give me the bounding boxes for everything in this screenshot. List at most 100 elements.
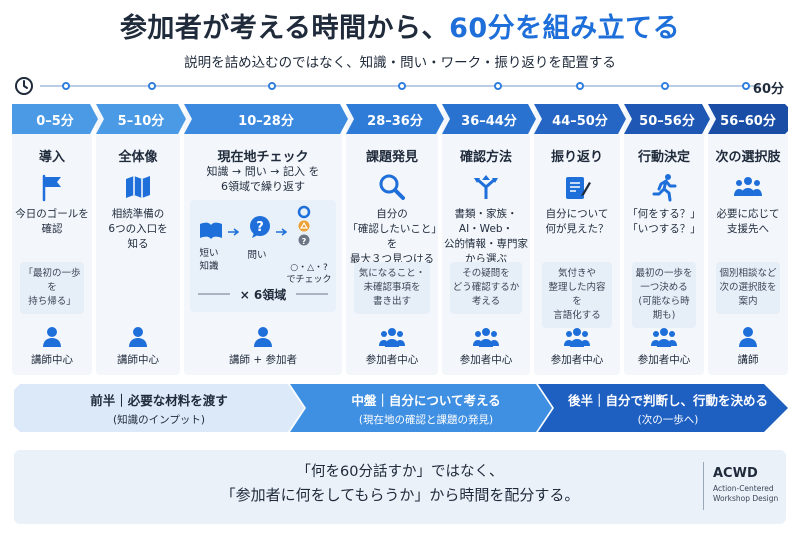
phase-title: 前半｜必要な材料を渡す <box>90 392 228 408</box>
stage-title: 振り返り <box>550 150 603 165</box>
footer-box <box>14 450 786 524</box>
svg-text:?: ? <box>256 220 264 235</box>
stage-description: 自分の「確認したいこと」を最大３つ見つける <box>347 208 437 265</box>
phase-subtitle: (知識のインプット) <box>113 413 205 426</box>
stage-role: 参加者中心 <box>365 354 419 366</box>
stage-time-label: 36–44分 <box>461 113 517 129</box>
stage-note: 「最初の一歩を持ち帰る」 <box>20 262 84 314</box>
stage-time-label: 56–60分 <box>720 113 776 129</box>
phase-band: 前半｜必要な材料を渡す (知識のインプット) <box>14 384 304 432</box>
stage-time-chevron: 36–44分 <box>442 104 536 134</box>
runner-icon <box>652 174 677 202</box>
check-marks-icon: ? <box>297 205 311 246</box>
group-icon <box>379 328 405 347</box>
phase-band: 後半｜自分で判断し、行動を決める (次の一歩へ) <box>538 384 788 432</box>
stage-title: 全体像 <box>118 150 158 165</box>
stage-time-chevron: 56–60分 <box>708 104 788 134</box>
phase-subtitle: (次の一歩へ) <box>637 413 699 426</box>
note-icon <box>566 177 591 199</box>
cycle-step-knowledge: 短い知識 <box>199 248 219 272</box>
timeline-dot <box>576 82 584 90</box>
stage-description: 自分について何が見えた？ <box>545 208 609 235</box>
group-icon <box>651 328 677 347</box>
timeline-dot <box>62 82 70 90</box>
timeline: 60分 <box>14 76 800 98</box>
stage-description: 必要に応じて支援先へ <box>716 208 780 235</box>
footer-divider <box>703 462 704 510</box>
stage-description: 「何をする？」「いつする？」 <box>627 208 701 235</box>
stage-title: 確認方法 <box>459 150 512 165</box>
stage-time-label: 28–36分 <box>367 113 423 129</box>
stage-time-label: 10–28分 <box>238 113 294 129</box>
person-icon <box>739 327 757 347</box>
stage-title: 次の選択肢 <box>715 150 781 165</box>
person-group-icon <box>254 327 272 347</box>
footer-line-1: 「何を60分話すか」ではなく、 <box>296 464 504 480</box>
person-icon <box>43 327 61 347</box>
group-icon <box>564 328 590 347</box>
timeline-dot <box>268 82 276 90</box>
stage-role: 講師中心 <box>31 354 73 366</box>
stage-time-label: 44–50分 <box>552 113 608 129</box>
brand-name: ACWD <box>713 466 758 481</box>
stage-role: 講師 + 参加者 <box>229 354 297 366</box>
map-icon <box>126 176 150 198</box>
stage-title: 課題発見 <box>365 150 418 165</box>
stage-title: 導入 <box>38 150 65 165</box>
flag-icon <box>42 174 61 202</box>
phase-title: 中盤｜自分について考える <box>351 392 501 408</box>
timeline-dot <box>661 82 669 90</box>
stage-role: 参加者中心 <box>637 354 691 366</box>
cycle-step-question: 問い <box>247 250 267 261</box>
title-accent: 60分を組み立てる <box>449 13 681 44</box>
stage-role: 講師 <box>737 354 759 366</box>
title-main: 参加者が考える時間から、 <box>119 13 450 44</box>
phase-band: 中盤｜自分について考える (現在地の確認と課題の発見) <box>290 384 552 432</box>
book-icon <box>200 222 222 239</box>
question-icon: ? <box>250 216 270 238</box>
person-icon <box>129 327 147 347</box>
stage-time-chevron: 10–28分 <box>184 104 348 134</box>
clock-icon <box>15 77 33 95</box>
stage-role: 参加者中心 <box>459 354 513 366</box>
stage-time-chevron: 5–10分 <box>96 104 186 134</box>
stage-title: 行動決定 <box>637 150 690 165</box>
cycle-multiplier: × 6領域 <box>239 288 287 302</box>
stage-time-label: 50–56分 <box>639 113 695 129</box>
stage-time-chevron: 0–5分 <box>12 104 98 134</box>
cycle-step-check: ○・△・?でチェック <box>286 263 332 285</box>
timeline-dot <box>742 82 750 90</box>
timeline-dot <box>494 82 502 90</box>
stage-time-chevron: 50–56分 <box>624 104 710 134</box>
stage-time-label: 0–5分 <box>36 113 74 129</box>
page-title: 参加者が考える時間から、60分を組み立てる <box>0 6 800 45</box>
timeline-end-label: 60分 <box>752 82 784 97</box>
stage-note: 個別相談など次の選択肢を案内 <box>716 262 780 314</box>
stage-description: 書類・家族・AI・Web・公的情報・専門家から選ぶ <box>444 208 528 265</box>
stage-time-label: 5–10分 <box>117 113 165 129</box>
stage-note: 気になること・未確認事項を書き出す <box>354 262 430 314</box>
phase-title: 後半｜自分で判断し、行動を決める <box>567 392 768 408</box>
stage-role: 講師中心 <box>117 354 159 366</box>
stage-role: 参加者中心 <box>550 354 604 366</box>
page-subtitle: 説明を詰め込むのではなく、知識・問い・ワーク・振り返りを配置する <box>184 55 616 71</box>
timeline-dot <box>148 82 156 90</box>
group-icon <box>734 177 762 196</box>
svg-text:?: ? <box>302 237 307 246</box>
group-icon <box>473 328 499 347</box>
stage-note: 最初の一歩を一つ決める(可能なら時期も) <box>632 262 696 328</box>
stage-note: 気付きや整理した内容を言語化する <box>542 262 612 328</box>
search-icon <box>379 174 405 200</box>
stage-note: その疑問をどう確認するか考える <box>450 262 522 314</box>
footer-line-2: 「参加者に何をしてもらうか」から時間を配分する。 <box>220 486 580 504</box>
directions-icon <box>474 175 498 199</box>
cycle-diagram: ?? <box>198 205 328 295</box>
stage-title: 現在地チェック <box>217 150 309 165</box>
stage-time-chevron: 28–36分 <box>346 104 444 134</box>
phase-subtitle: (現在地の確認と課題の発見) <box>358 413 494 426</box>
timeline-dot <box>398 82 406 90</box>
